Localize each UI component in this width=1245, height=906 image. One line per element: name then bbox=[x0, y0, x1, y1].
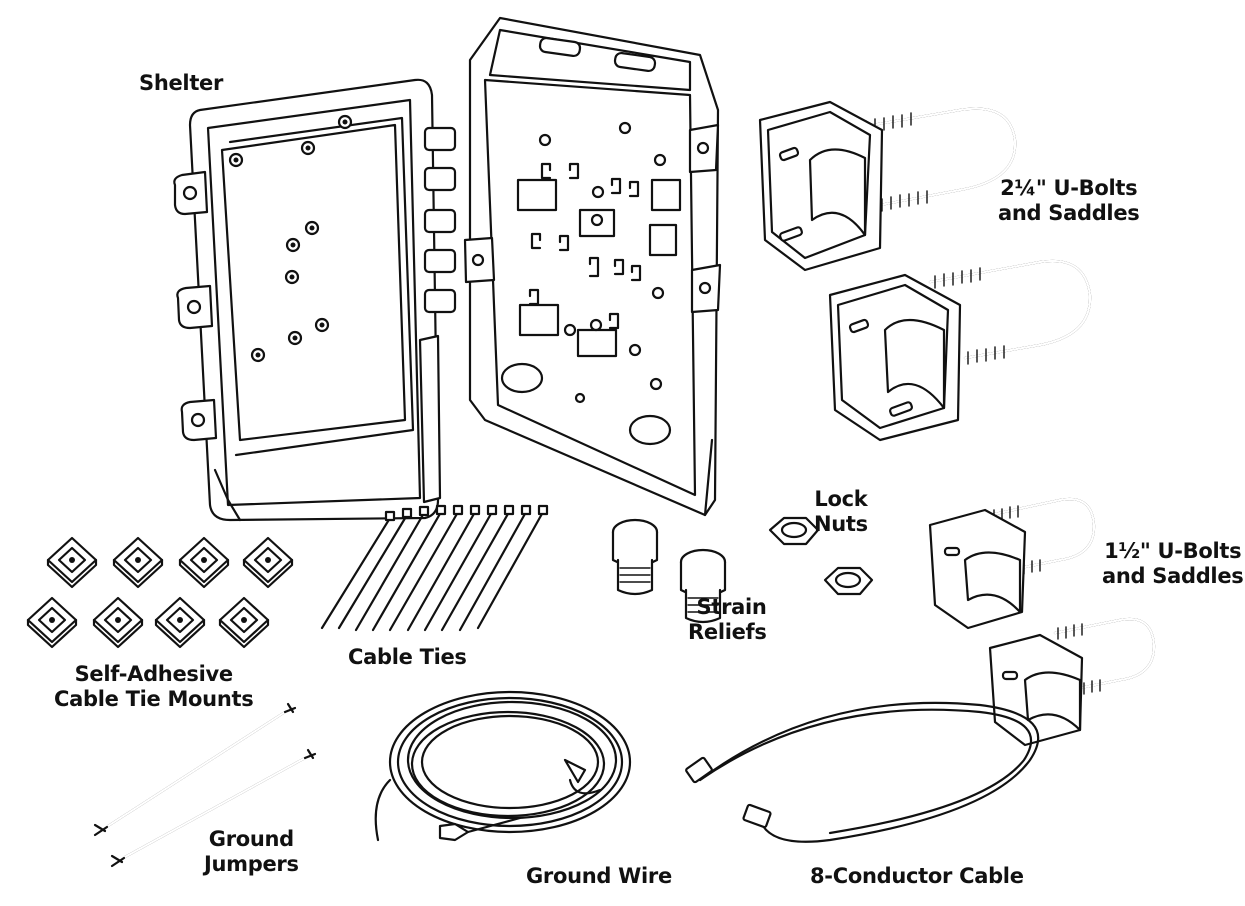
label-u-bolts-small-line1: 1½" U-Bolts bbox=[1104, 539, 1242, 563]
tie-mount-item bbox=[26, 596, 78, 649]
label-tie-mounts: Self-Adhesive Cable Tie Mounts bbox=[54, 662, 254, 712]
saddle-icon bbox=[988, 633, 1084, 747]
label-ground-wire: Ground Wire bbox=[526, 864, 672, 888]
label-strain-reliefs-line1: Strain bbox=[696, 595, 767, 619]
label-tie-mounts-line1: Self-Adhesive bbox=[74, 662, 234, 686]
tie-mount-item bbox=[154, 596, 206, 649]
saddle-icon bbox=[758, 100, 884, 272]
shelter-lid bbox=[173, 78, 442, 522]
tie-mount-item bbox=[218, 596, 270, 649]
shelter-hinges bbox=[423, 126, 457, 314]
label-u-bolts-large: 2¼" U-Bolts and Saddles bbox=[998, 176, 1140, 226]
label-ground-jumpers-line2: Jumpers bbox=[204, 852, 299, 876]
tie-mount-item bbox=[92, 596, 144, 649]
tie-mount-item bbox=[242, 536, 294, 589]
cable-tie-icon bbox=[320, 504, 549, 632]
tie-mount-item bbox=[178, 536, 230, 589]
label-8-conductor-cable: 8-Conductor Cable bbox=[810, 864, 1024, 888]
label-cable-ties: Cable Ties bbox=[348, 645, 467, 669]
ground-wire-coil-icon bbox=[374, 690, 632, 842]
label-u-bolts-small: 1½" U-Bolts and Saddles bbox=[1102, 539, 1244, 589]
u-bolt-large-lower bbox=[928, 259, 1092, 365]
label-lock-nuts-line1: Lock bbox=[814, 487, 868, 511]
shelter-enclosure-icon bbox=[173, 16, 722, 522]
label-strain-reliefs-line2: Reliefs bbox=[688, 620, 767, 644]
label-ground-jumpers: Ground Jumpers bbox=[204, 827, 299, 877]
tie-mount-icon bbox=[26, 536, 294, 649]
label-u-bolts-small-line2: and Saddles bbox=[1102, 564, 1244, 588]
lock-nut-icon bbox=[768, 516, 874, 596]
label-shelter: Shelter bbox=[139, 71, 224, 95]
label-ground-jumpers-line1: Ground bbox=[208, 827, 294, 851]
saddle-icon bbox=[928, 508, 1027, 630]
tie-mount-item bbox=[46, 536, 98, 589]
label-lock-nuts-line2: Nuts bbox=[814, 512, 868, 536]
label-u-bolts-large-line1: 2¼" U-Bolts bbox=[1000, 176, 1138, 200]
tie-mount-item bbox=[112, 536, 164, 589]
strain-relief-icon bbox=[611, 518, 727, 624]
conductor-cable-icon bbox=[685, 701, 1040, 843]
u-bolt-small-lower bbox=[1053, 617, 1156, 695]
label-u-bolts-large-line2: and Saddles bbox=[998, 201, 1140, 225]
label-tie-mounts-line2: Cable Tie Mounts bbox=[54, 687, 254, 711]
ground-jumper-icon bbox=[93, 702, 317, 868]
label-strain-reliefs: Strain Reliefs bbox=[688, 595, 767, 645]
shelter-base bbox=[463, 16, 722, 517]
label-lock-nuts: Lock Nuts bbox=[814, 487, 868, 537]
saddle-icon bbox=[828, 273, 962, 442]
